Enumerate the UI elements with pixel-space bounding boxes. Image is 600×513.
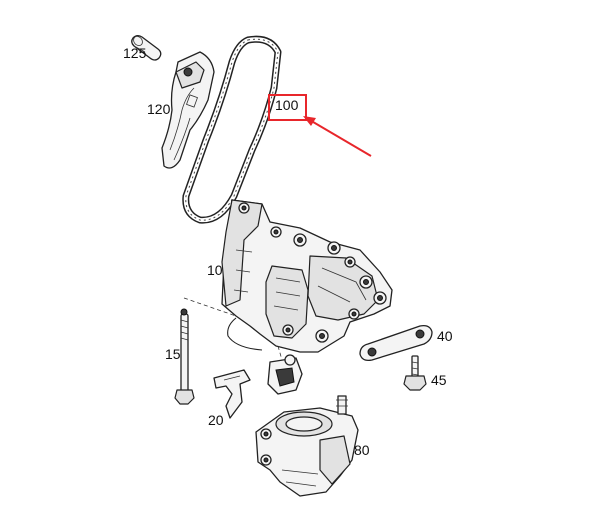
label-120: 120 <box>147 101 171 117</box>
part-120-tensioner-rail <box>161 51 215 169</box>
highlight-arrow <box>303 116 372 157</box>
highlight-box <box>268 94 307 121</box>
part-100-timing-chain <box>182 35 282 224</box>
part-15-bolt <box>174 297 237 405</box>
part-125-pin <box>131 35 162 61</box>
label-125: 125 <box>123 45 147 61</box>
label-15: 15 <box>165 346 181 362</box>
label-100: 100 <box>275 97 299 113</box>
part-20-clip <box>213 369 251 419</box>
solenoid-valve <box>267 345 303 395</box>
part-10-oil-pump <box>221 199 393 353</box>
label-20: 20 <box>208 412 224 428</box>
label-40: 40 <box>437 328 453 344</box>
label-10: 10 <box>207 262 223 278</box>
part-80-pickup <box>255 395 359 497</box>
part-45-bolt <box>403 355 427 391</box>
label-80: 80 <box>354 442 370 458</box>
part-40-plate <box>359 324 433 362</box>
label-45: 45 <box>431 372 447 388</box>
